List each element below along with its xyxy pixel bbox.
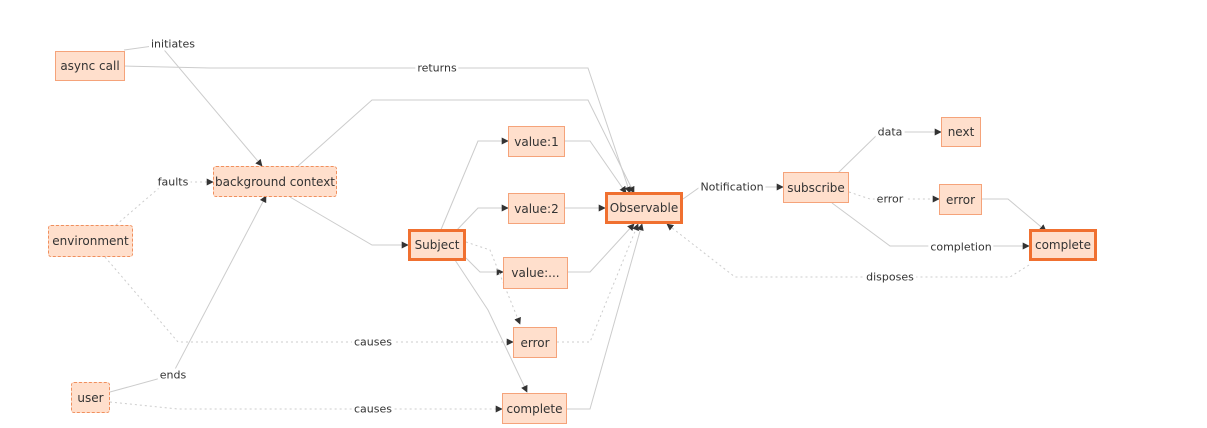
edge-causes-env [104, 256, 514, 346]
edge-label-faults: faults [155, 175, 191, 189]
edge-error-obs [557, 223, 639, 343]
node-subject[interactable]: Subject [408, 229, 466, 261]
edge-label-disposes: disposes [864, 270, 916, 284]
node-subscribe[interactable]: subscribe [783, 172, 849, 203]
node-observable[interactable]: Observable [605, 192, 683, 224]
node-subject-label: Subject [414, 238, 460, 252]
edge-label-returns: returns [415, 61, 459, 75]
node-background-context-label: background context [214, 174, 336, 189]
node-value-1[interactable]: value:1 [508, 126, 565, 157]
edge-label-notification: Notification [698, 180, 766, 194]
edge-bg-subject [289, 196, 409, 249]
node-value-1-label: value:1 [514, 134, 559, 149]
edge-subject-v2 [454, 204, 509, 233]
node-error-right[interactable]: error [939, 184, 982, 215]
edge-subject-vmore [465, 257, 504, 276]
node-value-more[interactable]: value:... [503, 257, 568, 289]
edge-label-data: data [875, 125, 905, 139]
edge-subject-complete [454, 259, 528, 393]
node-user-label: user [77, 390, 104, 405]
edge-returns [123, 65, 632, 194]
node-user[interactable]: user [71, 382, 110, 413]
edge-initiates [123, 44, 263, 167]
edge-v1-obs [565, 140, 627, 194]
node-next[interactable]: next [941, 117, 981, 147]
edge-label-causes-env: causes [352, 335, 394, 349]
node-subscribe-label: subscribe [787, 180, 845, 195]
node-observable-label: Observable [609, 201, 679, 215]
edge-label-ends: ends [157, 368, 189, 382]
node-complete-right-label: complete [1034, 238, 1092, 252]
edge-causes-user [109, 401, 503, 413]
node-background-context[interactable]: background context [213, 166, 337, 197]
edge-error-complete [982, 198, 1047, 232]
edge-vmore-obs [568, 223, 635, 273]
node-next-label: next [947, 125, 975, 139]
edge-subject-v1 [439, 137, 509, 233]
node-complete-right[interactable]: complete [1029, 229, 1097, 261]
node-error-right-label: error [945, 192, 976, 207]
edge-label-completion: completion [928, 240, 994, 254]
edge-bg-observable [297, 99, 635, 194]
node-async-call-label: async call [60, 59, 120, 73]
edge-complete-obs [567, 223, 644, 410]
node-environment[interactable]: environment [48, 225, 133, 257]
edge-ends [109, 195, 267, 393]
node-error-mid-label: error [520, 335, 550, 350]
node-complete-mid[interactable]: complete [502, 393, 567, 424]
node-value-more-label: value:... [511, 266, 560, 280]
node-async-call[interactable]: async call [55, 51, 125, 81]
edge-subject-error [465, 241, 521, 325]
node-value-2[interactable]: value:2 [508, 193, 565, 224]
node-complete-mid-label: complete [506, 401, 563, 416]
node-environment-label: environment [52, 234, 129, 248]
node-error-mid[interactable]: error [513, 327, 557, 358]
edge-label-causes-user: causes [352, 402, 394, 416]
edge-disposes [666, 223, 1030, 278]
edge-label-error: error [874, 192, 906, 206]
edge-label-initiates: initiates [148, 37, 198, 51]
node-value-2-label: value:2 [514, 201, 559, 216]
